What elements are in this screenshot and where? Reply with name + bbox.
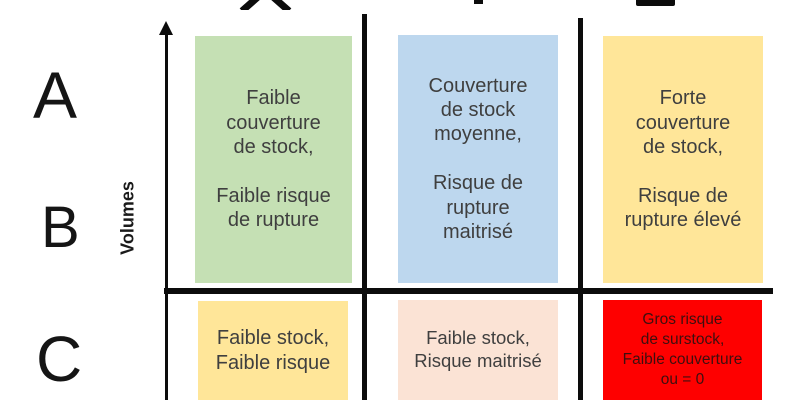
cell-top-right-yellow: Forte couverture de stock, Risque de rup… <box>603 36 763 283</box>
y-axis-arrow-icon <box>159 21 173 35</box>
row-label-b: B <box>41 195 80 260</box>
cell-bottom-right-text: Gros risque de surstock, Faible couvertu… <box>622 310 743 389</box>
grid-divider-horizontal <box>164 288 773 294</box>
cell-top-center-blue: Couverture de stock moyenne, Risque de r… <box>398 35 558 283</box>
cropped-title-fragment-dot <box>474 0 483 4</box>
cropped-title-fragment-x <box>239 0 292 10</box>
grid-divider-vertical-1 <box>362 14 367 400</box>
y-axis-label: Volumes <box>117 181 138 255</box>
grid-divider-vertical-2 <box>578 18 583 400</box>
cell-top-left-text: Faible couverture de stock, Faible risqu… <box>216 87 331 232</box>
row-label-a: A <box>33 58 78 132</box>
cell-top-left-green: Faible couverture de stock, Faible risqu… <box>195 36 352 283</box>
cell-bottom-center-text: Faible stock, Risque maitrisé <box>414 327 542 371</box>
cell-bottom-left-yellow: Faible stock, Faible risque <box>198 301 348 400</box>
cell-top-center-text: Couverture de stock moyenne, Risque de r… <box>428 74 528 243</box>
cell-top-right-text: Forte couverture de stock, Risque de rup… <box>624 87 742 232</box>
cell-bottom-right-red: Gros risque de surstock, Faible couvertu… <box>603 300 762 400</box>
cell-bottom-center-peach: Faible stock, Risque maitrisé <box>398 300 558 400</box>
cell-bottom-left-text: Faible stock, Faible risque <box>215 327 331 374</box>
cropped-title-fragment-bar <box>636 0 675 6</box>
row-label-c: C <box>36 323 83 395</box>
y-axis-line <box>165 30 168 400</box>
